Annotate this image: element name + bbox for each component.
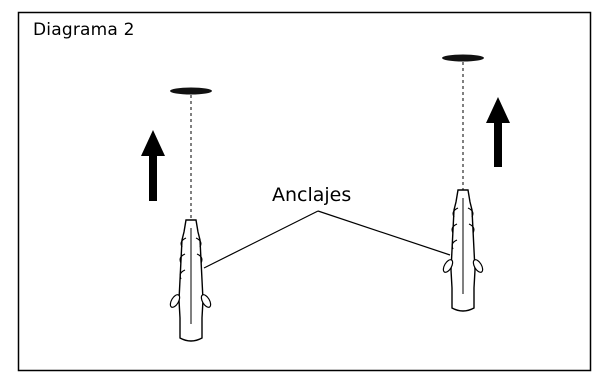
left-up-arrow-icon: [141, 130, 165, 201]
right-anchor: [442, 189, 484, 312]
left-anchor: [169, 219, 212, 342]
diagram-title: Diagrama 2: [33, 20, 135, 40]
anchors-callout-label: Anclajes: [272, 184, 352, 206]
callout-leader-left: [203, 210, 319, 269]
left-hole-mark: [170, 87, 212, 95]
right-up-arrow-icon: [486, 97, 510, 167]
diagram-border: [17, 11, 592, 372]
right-hole-mark: [442, 54, 484, 62]
callout-leader-right: [317, 210, 451, 256]
